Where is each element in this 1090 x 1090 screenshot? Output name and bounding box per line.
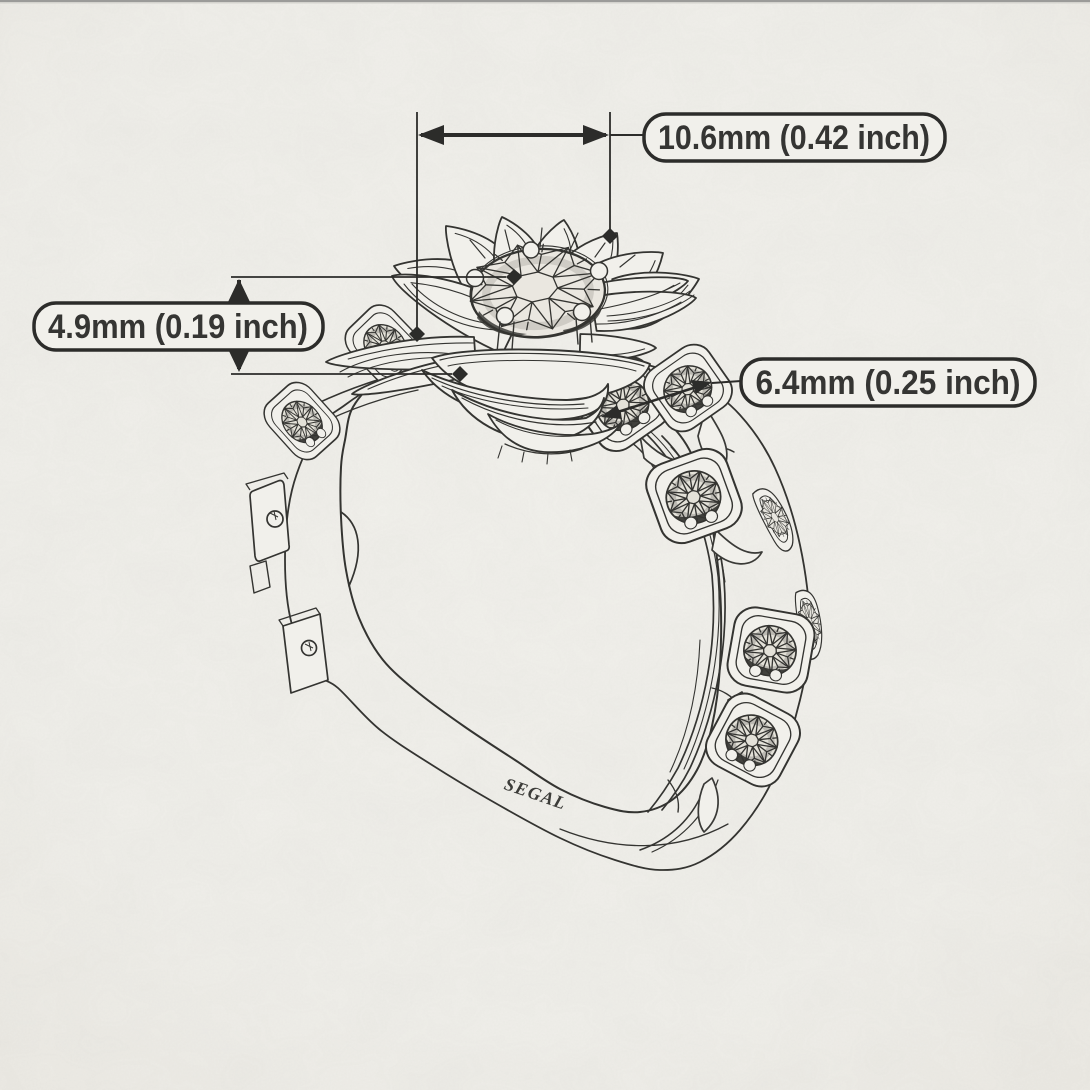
svg-text:4.9mm (0.19 inch): 4.9mm (0.19 inch) [48, 308, 308, 346]
svg-text:6.4mm (0.25 inch): 6.4mm (0.25 inch) [756, 364, 1021, 402]
svg-text:10.6mm (0.42 inch): 10.6mm (0.42 inch) [658, 119, 930, 157]
